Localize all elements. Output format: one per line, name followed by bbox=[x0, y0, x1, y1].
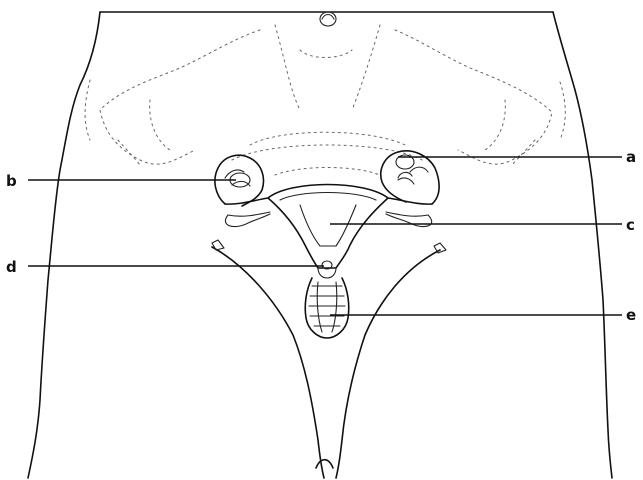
label-d: d bbox=[6, 258, 17, 276]
body-outline bbox=[28, 12, 612, 478]
pelvic-bone-dotted bbox=[85, 25, 565, 175]
label-a: a bbox=[626, 148, 636, 166]
right-ovary-fimbriae bbox=[381, 151, 439, 227]
label-b: b bbox=[6, 172, 17, 190]
label-c: c bbox=[626, 216, 635, 234]
labels: a b c d e bbox=[6, 148, 636, 324]
label-e: e bbox=[626, 306, 636, 324]
vagina bbox=[305, 278, 349, 338]
cervix bbox=[318, 261, 336, 278]
leader-lines bbox=[28, 157, 622, 315]
navel bbox=[320, 12, 336, 26]
